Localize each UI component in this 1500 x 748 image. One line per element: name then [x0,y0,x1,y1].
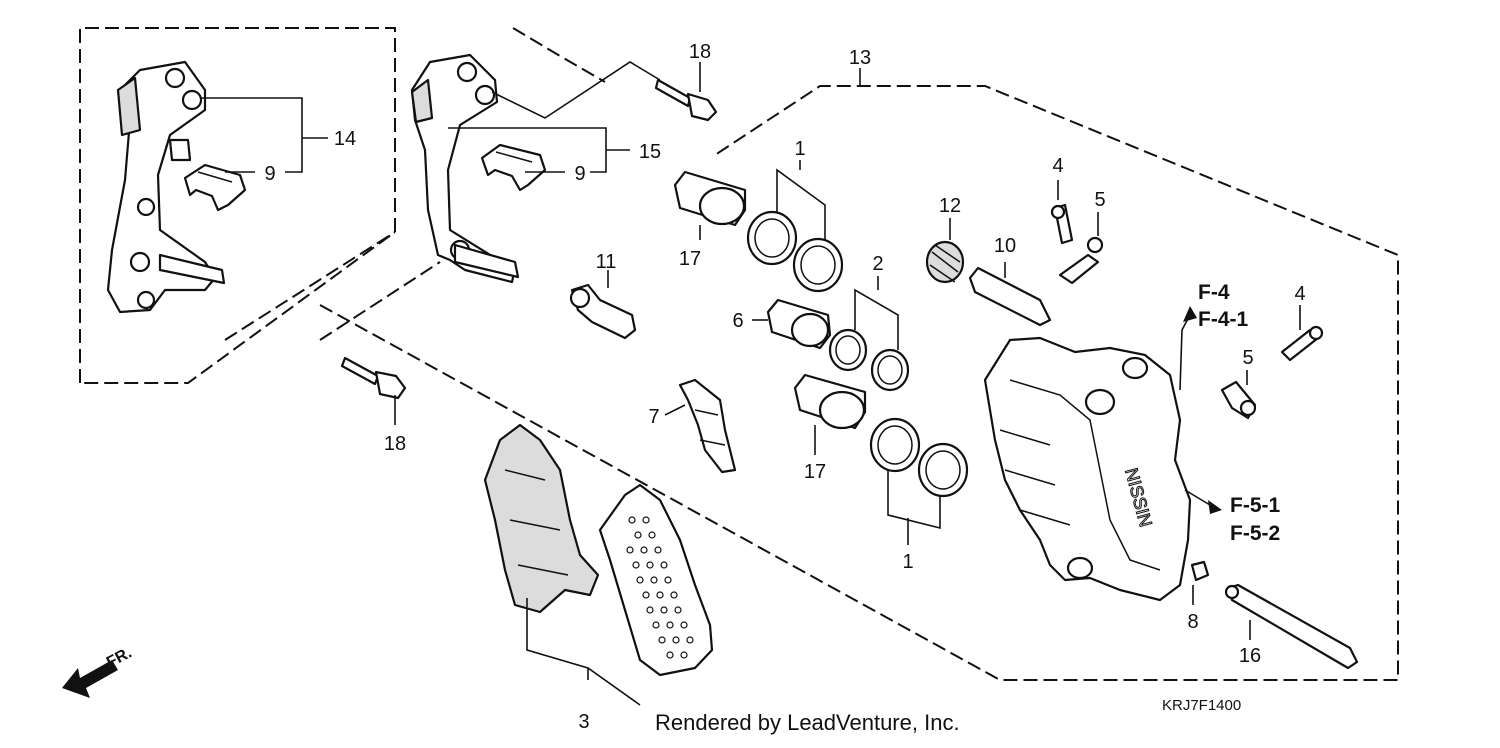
callout-10: 10 [994,235,1016,257]
callout-labels: 18 13 14 9 15 9 1 17 11 2 12 10 4 5 6 7 … [264,41,1305,733]
callout-18-bottom: 18 [384,433,406,455]
callout-8: 8 [1187,611,1198,633]
reference-codes: F-4 F-4-1 F-5-1 F-5-2 [1198,281,1280,545]
callout-6: 6 [732,310,743,332]
leader-lines [200,61,1301,706]
ref-f-5-1[interactable]: F-5-1 [1230,494,1280,517]
bolt-top [654,78,718,122]
ref-f-5-2[interactable]: F-5-2 [1230,522,1280,545]
callout-4-top: 4 [1052,155,1063,177]
callout-1-top: 1 [794,138,805,160]
bleeder-valve-top [1050,203,1074,245]
callout-15: 15 [639,141,661,163]
nut [1190,560,1210,582]
callout-13: 13 [849,47,871,69]
bleeder-cap-right [1220,380,1257,420]
bolt-bottom [340,356,407,400]
bleeder-valve-right [1280,325,1324,362]
callout-9-left: 9 [264,163,275,185]
callout-18-top: 18 [689,41,711,63]
callout-12: 12 [939,195,961,217]
callout-14: 14 [334,128,356,150]
seal-set-lower [869,417,969,498]
brake-pad-rear [598,483,714,677]
caliper-bracket-assembly-left [106,60,226,314]
caliper-body: NISSIN [983,336,1192,602]
bleeder-cap-top [1058,236,1104,285]
diagram-code: KRJ7F1400 [1162,697,1241,714]
reference-arrows [1183,306,1222,514]
caliper-bracket-assembly-right [410,53,520,284]
callout-4-right: 4 [1294,283,1305,305]
credit-text: Rendered by LeadVenture, Inc. [655,710,960,735]
piston-top [673,170,747,227]
piston-small [766,298,832,350]
callout-2: 2 [872,253,883,275]
slide-pin [569,283,637,340]
pad-perforations [626,516,694,659]
callout-5-right: 5 [1242,347,1253,369]
piston-bottom [793,373,867,430]
through-bolt [1224,583,1359,670]
pad-spring-left [183,163,247,212]
callout-3: 3 [578,711,589,733]
ref-f-4[interactable]: F-4 [1198,281,1230,304]
seal-set-upper [746,210,844,293]
callout-16: 16 [1239,645,1261,667]
callout-11: 11 [596,251,617,273]
front-direction-arrow: FR. [62,644,135,698]
seal-set-middle [828,328,910,392]
callout-5-top: 5 [1094,189,1105,211]
pad-pin [968,266,1052,327]
arrow-left-icon [62,660,118,698]
group-boundaries [79,27,1399,681]
brake-pad-front [483,423,600,614]
callout-17-bottom: 17 [804,461,826,483]
pad-retainer [678,378,737,474]
plug [925,240,965,284]
pad-spring-right [480,143,547,192]
callout-9-right: 9 [574,163,585,185]
callout-7: 7 [648,406,659,428]
ref-f-4-1[interactable]: F-4-1 [1198,308,1248,331]
callout-17-top: 17 [679,248,701,270]
callout-1-bottom: 1 [902,551,913,573]
